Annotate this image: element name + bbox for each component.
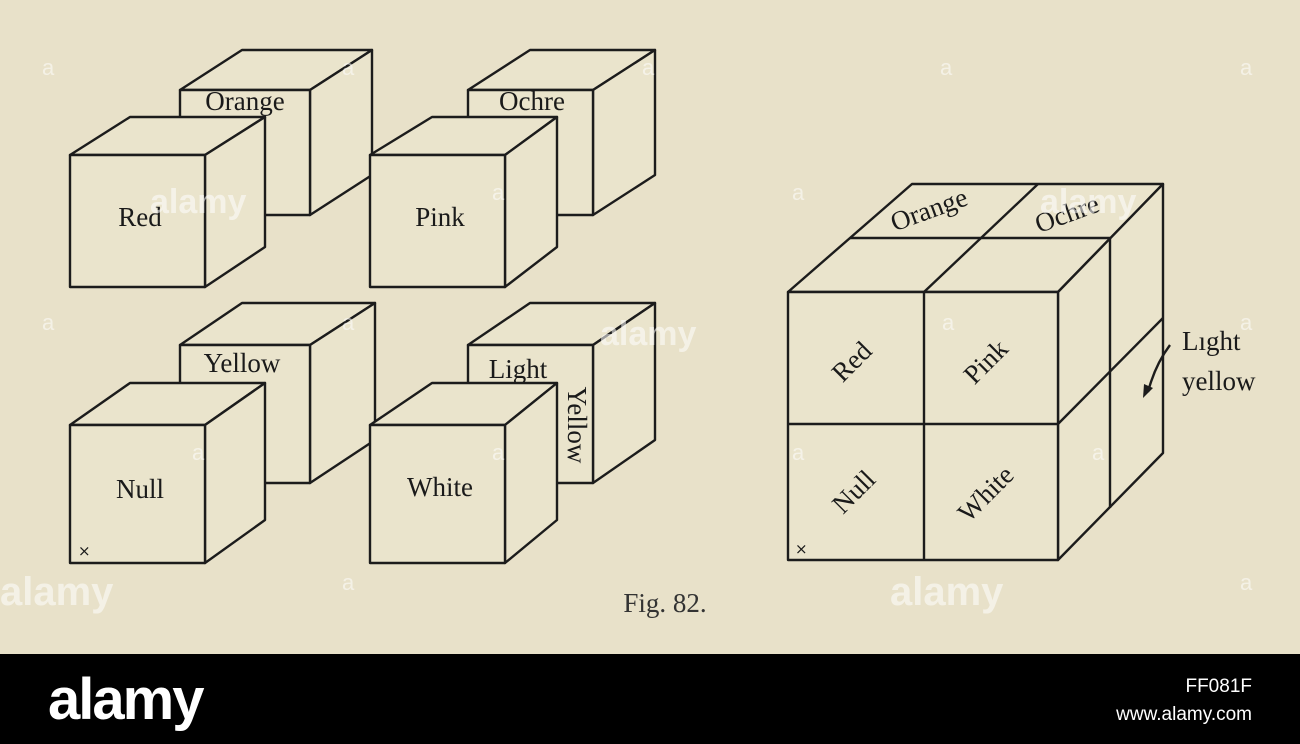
arrow-head-icon xyxy=(1143,384,1153,398)
watermark-small-15: a xyxy=(1092,440,1105,465)
watermark-small-4: a xyxy=(940,55,953,80)
label-pink: Pink xyxy=(415,202,465,232)
watermark-small-10: a xyxy=(942,310,955,335)
watermark-small-2: a xyxy=(342,55,355,80)
label-red: Red xyxy=(118,202,162,232)
figure-caption: Fig. 82. xyxy=(623,588,706,618)
watermark-3: alamy xyxy=(1040,183,1136,221)
footer-brand-logo: alamy xyxy=(48,667,204,732)
illustration-plate: Orange Red Ochre Pink xyxy=(0,0,1300,654)
watermark-small-13: a xyxy=(492,440,505,465)
stock-footer: alamy FF081F www.alamy.com xyxy=(0,654,1300,744)
watermark-small-14: a xyxy=(792,440,805,465)
watermarks: alamy alamy alamy alamy alamy a a a a a … xyxy=(0,55,1253,614)
watermark-small-5: a xyxy=(1240,55,1253,80)
figure-svg: Orange Red Ochre Pink xyxy=(0,48,1256,618)
label-orange: Orange xyxy=(205,86,284,116)
cube-red-front: Red xyxy=(68,115,267,289)
watermark-small-17: a xyxy=(1240,570,1253,595)
label-null: Null xyxy=(116,474,164,504)
watermark-small-16: a xyxy=(342,570,355,595)
watermark-small-3: a xyxy=(642,55,655,80)
watermark-small-7: a xyxy=(792,180,805,205)
light-yellow-annotation: Lıght yellow xyxy=(1143,326,1256,398)
origin-mark-right: × xyxy=(795,540,808,558)
label-yellow-vertical: Yellow xyxy=(562,387,592,464)
footer-image-id: FF081F xyxy=(1185,676,1252,697)
watermark-small-9: a xyxy=(342,310,355,335)
watermark-small-6: a xyxy=(492,180,505,205)
watermark-2: alamy xyxy=(600,315,696,353)
label-yellow: Yellow xyxy=(204,348,281,378)
watermark-5: alamy xyxy=(890,570,1004,614)
origin-mark-left: × xyxy=(78,542,91,560)
watermark-small-12: a xyxy=(192,440,205,465)
watermark-1: alamy xyxy=(150,183,246,221)
watermark-4: alamy xyxy=(0,570,114,614)
cube-white-front: White xyxy=(368,381,559,565)
label-white: White xyxy=(407,472,473,502)
cube-pink-front: Pink xyxy=(368,115,559,289)
assembled-cube: Orange Ochre Red Pink Null White × xyxy=(786,182,1165,562)
label-light: Light xyxy=(489,354,548,384)
footer-url: www.alamy.com xyxy=(1116,704,1252,725)
watermark-small-8: a xyxy=(42,310,55,335)
annotation-line1: Lıght xyxy=(1182,326,1241,356)
watermark-small-1: a xyxy=(42,55,55,80)
annotation-line2: yellow xyxy=(1182,366,1256,396)
cube-null-front: Null × xyxy=(68,381,267,565)
label-ochre: Ochre xyxy=(499,86,565,116)
watermark-small-11: a xyxy=(1240,310,1253,335)
